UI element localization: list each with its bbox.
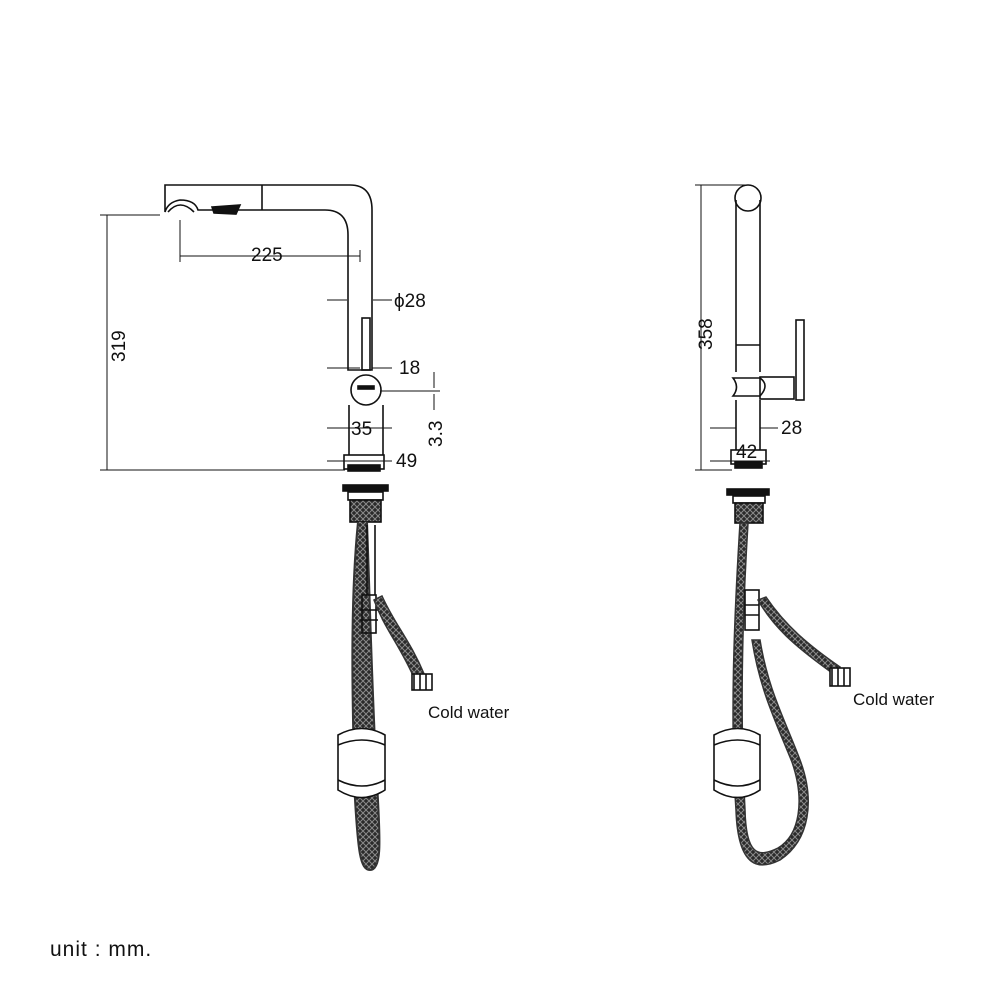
side-dim-handle-offset: 28 [781,418,802,439]
front-dim-height: 319 [109,330,130,362]
front-spout [164,184,373,371]
front-cold-water-hose [373,594,426,681]
front-dim-lever-width: 18 [399,358,420,379]
front-dim-body-width: 35 [351,419,372,440]
front-view [164,184,433,872]
front-dim-reach: 225 [251,245,283,266]
side-body [735,200,761,372]
side-hose-label: Cold water [853,690,935,709]
front-dim-base-width: 49 [396,451,417,472]
side-view [713,184,851,866]
unit-note: unit : mm. [50,938,152,961]
front-dim-lever-thickness: 3.3 [426,421,447,447]
side-pullout-hose [732,522,809,866]
side-hose-weight [713,727,761,799]
side-spout-head [734,184,762,212]
front-lever-plate [361,317,371,371]
front-lever-knob [350,374,382,406]
front-hose-weight [337,727,386,799]
side-cold-water-hose [756,596,842,677]
side-dimension-lines [695,184,778,471]
side-dim-height: 358 [696,318,717,350]
front-dimension-lines [100,214,440,471]
front-dim-diameter: ϕ28 [394,291,426,312]
front-hose-label: Cold water [428,703,510,722]
side-dim-base-width: 42 [736,442,757,463]
